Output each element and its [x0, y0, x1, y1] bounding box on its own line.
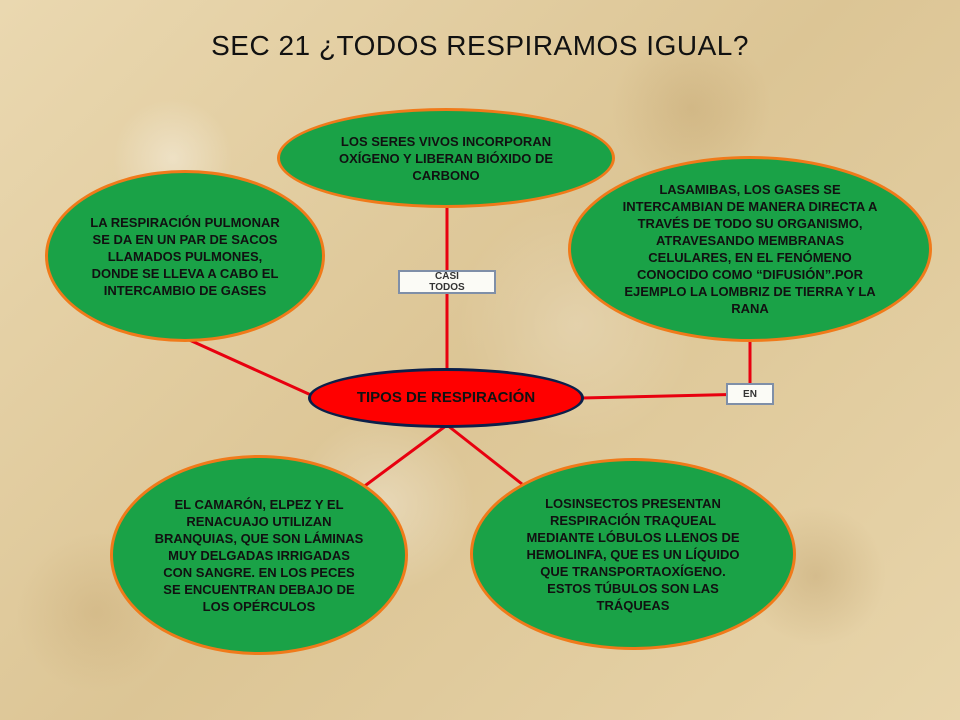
center-node-text: TIPOS DE RESPIRACIÓN [356, 389, 536, 406]
node-top: LOS SERES VIVOS INCORPORAN OXÍGENO Y LIB… [277, 108, 615, 208]
page-title: SEC 21 ¿TODOS RESPIRAMOS IGUAL? [211, 30, 749, 61]
node-right-text: LASAMIBAS, LOS GASES SE INTERCAMBIAN DE … [622, 182, 878, 316]
node-bottom-right-text: LOSINSECTOS PRESENTAN RESPIRACIÓN TRAQUE… [526, 495, 740, 613]
label-casi-todos: CASI TODOS [398, 270, 496, 294]
connector-bottom-right [446, 423, 523, 486]
node-bottom-right: LOSINSECTOS PRESENTAN RESPIRACIÓN TRAQUE… [470, 458, 796, 650]
node-top-text: LOS SERES VIVOS INCORPORAN OXÍGENO Y LIB… [338, 133, 554, 183]
node-left-text: LA RESPIRACIÓN PULMONAR SE DA EN UN PAR … [90, 214, 280, 298]
connector-bottom-left [361, 423, 448, 490]
node-bottom-left-text: EL CAMARÓN, ELPEZ Y EL RENACUAJO UTILIZA… [154, 496, 364, 614]
center-node: TIPOS DE RESPIRACIÓN [308, 368, 584, 428]
node-right: LASAMIBAS, LOS GASES SE INTERCAMBIAN DE … [568, 156, 932, 342]
connector-right-horizontal [581, 392, 753, 400]
label-en: EN [726, 383, 774, 405]
connector-left [184, 336, 323, 402]
node-left: LA RESPIRACIÓN PULMONAR SE DA EN UN PAR … [45, 170, 325, 342]
node-bottom-left: EL CAMARÓN, ELPEZ Y EL RENACUAJO UTILIZA… [110, 455, 408, 655]
